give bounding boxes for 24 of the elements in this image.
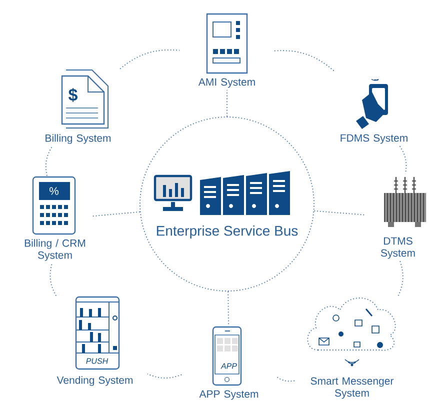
connector [226,90,228,117]
system-label: Billing / CRM System [24,239,86,261]
connector [120,49,180,70]
connector [314,210,366,216]
connector [274,50,334,72]
connector [228,291,229,326]
system-label: Billing System [46,134,111,144]
connector [45,146,53,176]
connector [92,211,140,217]
connector [276,376,296,382]
percent-sign: % [50,187,58,195]
system-label: APP System [199,390,258,400]
connector [146,373,182,378]
connector [399,146,407,174]
system-label: Vending System [56,376,133,386]
system-label: FDMS System [340,134,408,144]
bus-label: Enterprise Service Bus [156,225,298,239]
connector [50,262,57,296]
system-label: AMI System [198,78,255,88]
icon-text: APP [220,363,237,369]
system-label: DTMS System [380,237,415,259]
icon-text: PUSH [86,358,108,364]
system-label: Smart Messenger System [310,377,394,399]
connector [397,260,404,298]
